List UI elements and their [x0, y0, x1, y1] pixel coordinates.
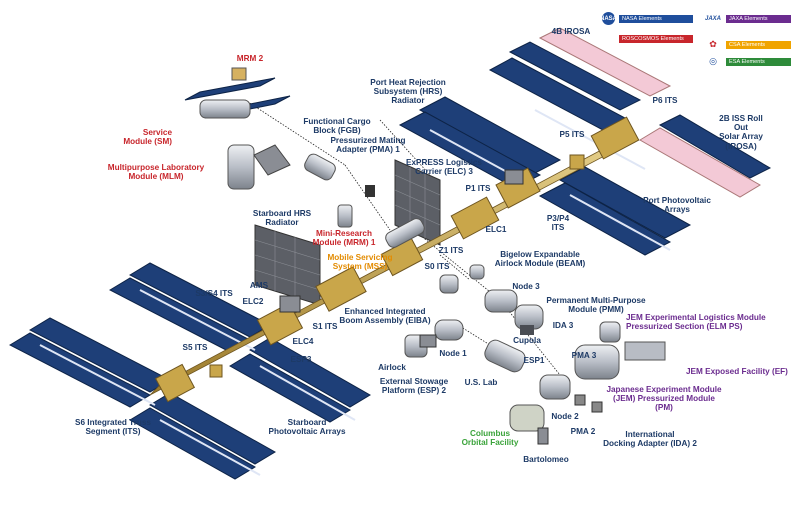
legend-item-jaxa: JAXA JAXA Elements: [702, 14, 791, 23]
legend-item-csa: ✿ CSA Elements: [702, 39, 791, 49]
solar-panel: [129, 407, 256, 480]
label-p1-its: P1 ITS: [465, 184, 491, 193]
label-p3p4: P3/P4 ITS: [546, 214, 570, 233]
label-elc2: ELC2: [242, 297, 264, 306]
legend-label: CSA Elements: [726, 40, 791, 49]
label-s0-its: S0 ITS: [424, 262, 450, 271]
label-s3s4: S3/S4 ITS: [195, 289, 233, 298]
label-jem-elm: JEM Experimental Logistics Module Pressu…: [626, 313, 766, 332]
leader-lines: [244, 99, 561, 376]
solar-panel: [538, 27, 672, 97]
solar-panel: [229, 353, 351, 423]
label-port-hrs: Port Heat Rejection Subsystem (HRS) Radi…: [370, 78, 446, 106]
solar-panel: [149, 392, 276, 465]
integrated-truss: [149, 116, 640, 403]
nasa-logo-icon: NASA: [600, 12, 617, 25]
label-esp1: ESP1: [523, 356, 545, 365]
legend-label: NASA Elements: [619, 14, 693, 23]
label-service-module: Service Module (SM): [123, 128, 172, 147]
label-elc1: ELC1: [485, 225, 507, 234]
label-ida2: International Docking Adapter (IDA) 2: [603, 430, 697, 449]
label-ams: AMS: [249, 281, 269, 290]
solar-panel: [658, 114, 772, 179]
label-s6-its: S6 Integrated Truss Segment (ITS): [75, 418, 151, 437]
label-ida3: IDA 3: [552, 321, 574, 330]
esa-logo-icon: ◎: [709, 56, 717, 66]
label-fgb: Functional Cargo Block (FGB): [303, 117, 371, 136]
label-pma1: Pressurized Mating Adapter (PMA) 1: [330, 136, 406, 155]
label-columbus: Columbus Orbital Facility: [461, 429, 519, 448]
port-photovoltaic-arrays: [398, 27, 772, 256]
label-p5-its: P5 ITS: [559, 130, 585, 139]
label-node2: Node 2: [551, 412, 579, 421]
label-jem-pm: Japanese Experiment Module (JEM) Pressur…: [606, 385, 722, 413]
starboard-photovoltaic-arrays: [8, 262, 371, 480]
legend-item-nasa: NASA NASA Elements: [600, 12, 693, 25]
label-port-pv: Port Photovoltaic Arrays: [643, 196, 711, 215]
roscosmos-logo-icon: ✦: [602, 33, 615, 45]
agency-legend: NASA NASA Elements JAXA JAXA Elements ✦ …: [600, 12, 795, 72]
solar-panel: [398, 111, 542, 189]
label-esp3: ESP3: [290, 355, 312, 364]
label-elc4: ELC4: [292, 337, 314, 346]
label-node3: Node 3: [512, 282, 540, 291]
label-mrm1: Mini-Research Module (MRM) 1: [312, 229, 376, 248]
label-pmm: Permanent Multi-Purpose Module (PMM): [546, 296, 646, 315]
label-bartolomeo: Bartolomeo: [523, 455, 569, 464]
russian-segment: [184, 67, 375, 228]
misc-equipment: [209, 154, 585, 445]
label-4b-irosa: 4B IROSA: [551, 27, 591, 36]
label-jem-ef: JEM Exposed Facility (EF): [686, 367, 788, 376]
label-p6-its: P6 ITS: [652, 96, 678, 105]
label-2b-irosa: 2B ISS Roll Out Solar Array (IROSA): [719, 114, 763, 151]
legend-label: JAXA Elements: [726, 14, 791, 23]
label-pma2: PMA 2: [570, 427, 596, 436]
legend-label: ROSCOSMOS Elements: [619, 34, 693, 43]
label-starboard-hrs: Starboard HRS Radiator: [252, 209, 312, 228]
label-us-lab: U.S. Lab: [464, 378, 498, 387]
label-cupola: Cupola: [513, 336, 541, 345]
label-s5-its: S5 ITS: [182, 343, 208, 352]
legend-item-roscosmos: ✦ ROSCOSMOS Elements: [602, 34, 693, 43]
label-eiba: Enhanced Integrated Boom Assembly (EIBA): [339, 307, 431, 326]
label-elc3: ExPRESS Logistics Carrier (ELC) 3: [406, 158, 482, 177]
label-esp2: External Stowage Platform (ESP) 2: [379, 377, 449, 396]
label-mss: Mobile Servicing System (MSS): [327, 253, 393, 272]
csa-logo-icon: ✿: [709, 39, 717, 49]
solar-panel: [639, 127, 761, 198]
label-node1: Node 1: [439, 349, 467, 358]
jaxa-logo-icon: JAXA: [704, 15, 721, 22]
solar-panel: [538, 182, 672, 256]
label-z1-its: Z1 ITS: [438, 246, 464, 255]
label-starboard-pv: Starboard Photovoltaic Arrays: [268, 418, 346, 437]
solar-panel: [249, 337, 371, 408]
label-s1-its: S1 ITS: [312, 322, 338, 331]
label-mlm: Multipurpose Laboratory Module (MLM): [107, 163, 205, 182]
label-beam: Bigelow Expandable Airlock Module (BEAM): [494, 250, 586, 269]
legend-label: ESA Elements: [726, 57, 791, 66]
legend-item-esa: ◎ ESA Elements: [702, 56, 791, 66]
label-mrm2: MRM 2: [236, 54, 264, 63]
label-pma3: PMA 3: [571, 351, 597, 360]
starboard-hrs-radiator: [254, 224, 321, 306]
label-airlock: Airlock: [378, 363, 406, 372]
solar-panel: [508, 41, 642, 111]
solar-panel: [558, 166, 692, 239]
